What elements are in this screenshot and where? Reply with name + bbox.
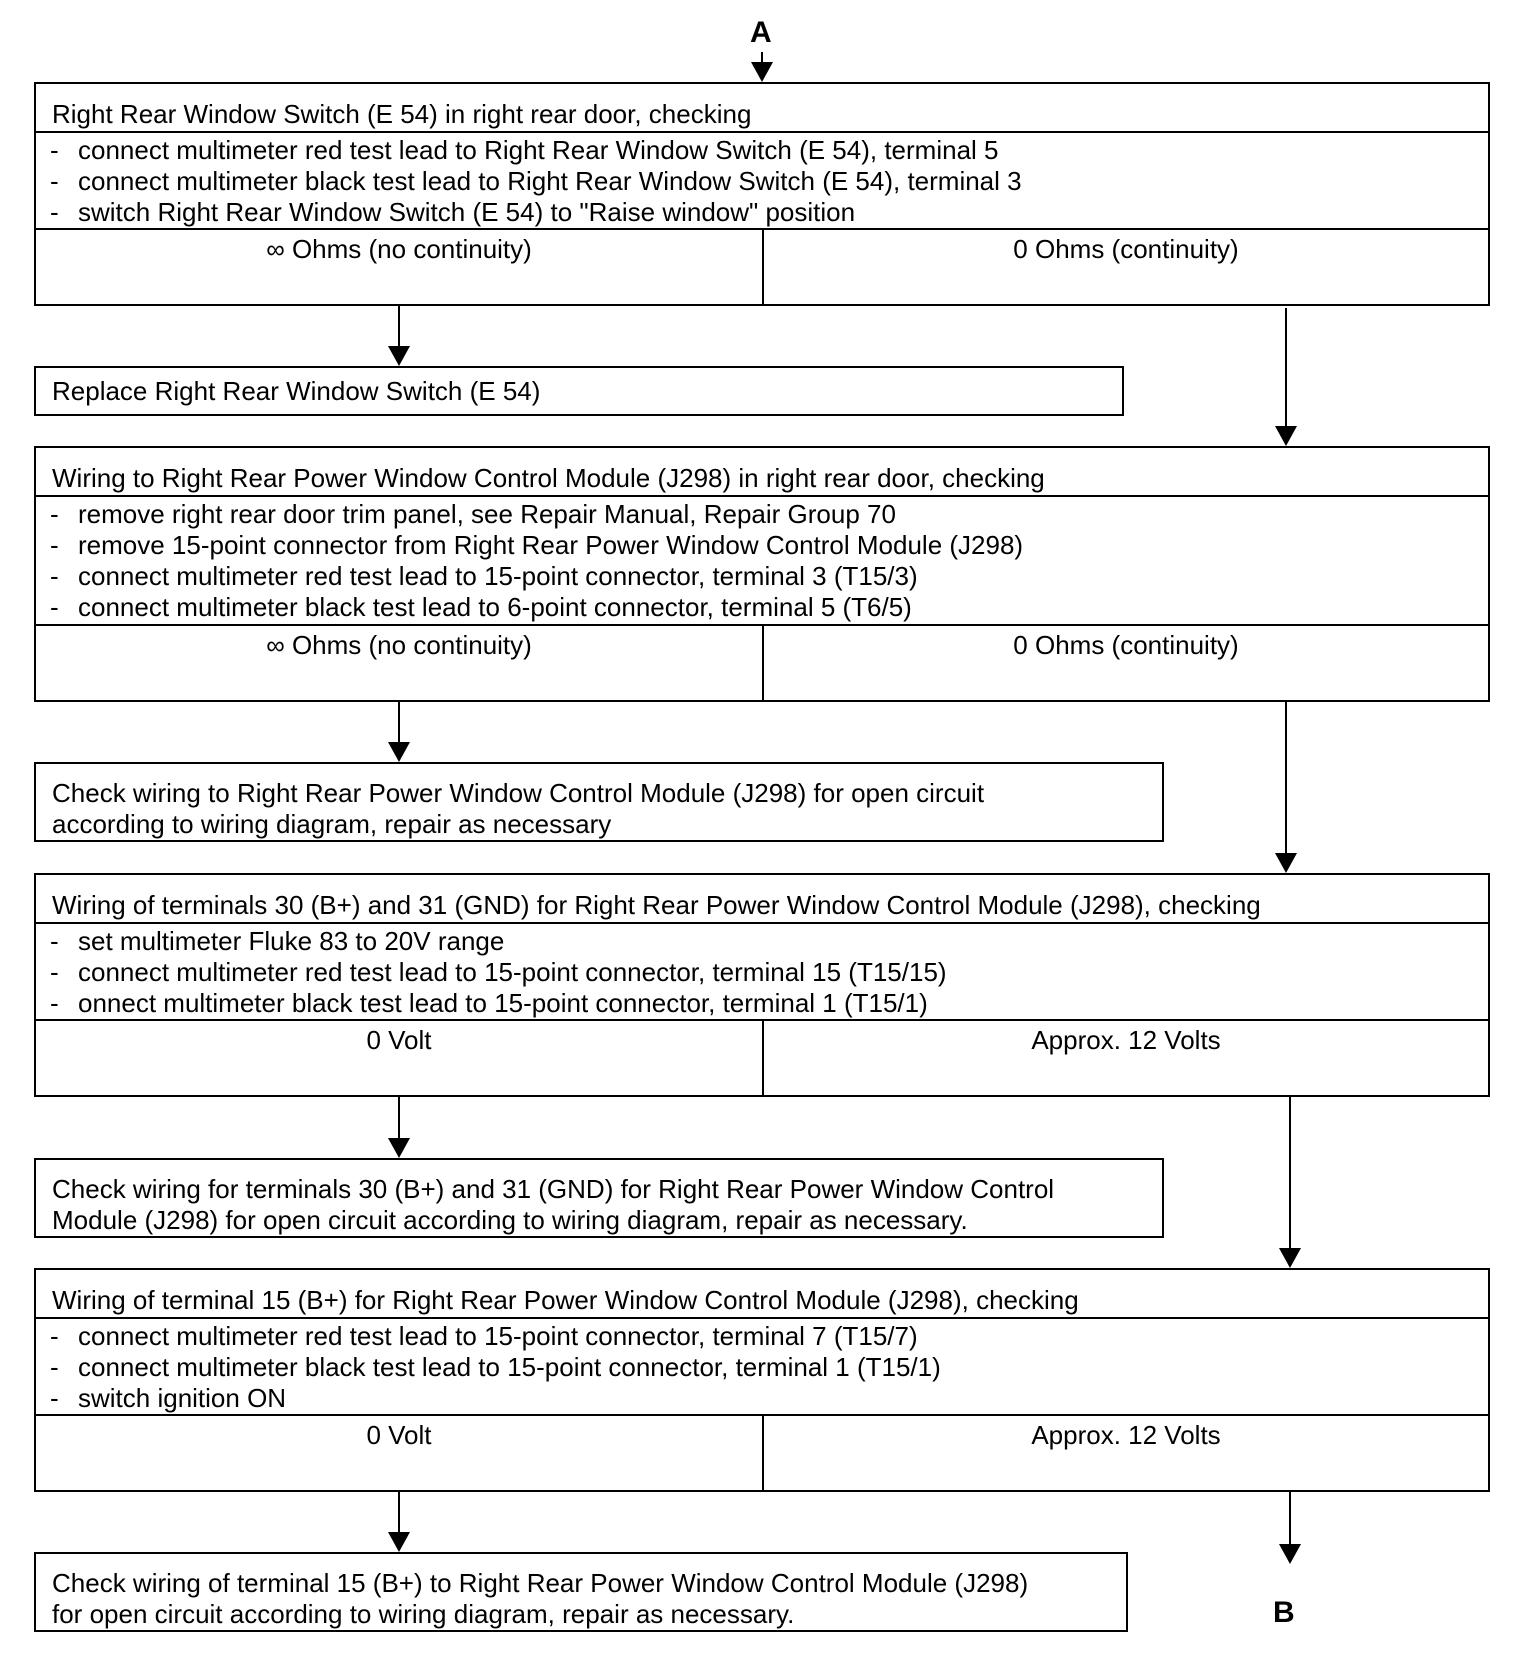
result-yes: Approx. 12 Volts	[1031, 1420, 1221, 1450]
arrow-to-check-terminal-15	[388, 1492, 410, 1552]
action-line: for open circuit according to wiring dia…	[52, 1599, 795, 1629]
action-line: Check wiring to Right Rear Power Window …	[52, 778, 985, 808]
check-title: Wiring of terminal 15 (B+) for Right Rea…	[36, 1270, 1488, 1319]
result-yes: Approx. 12 Volts	[1031, 1025, 1221, 1055]
step-item: -connect multimeter red test lead to 15-…	[50, 1321, 918, 1351]
check-steps: -set multimeter Fluke 83 to 20V range -c…	[36, 924, 1488, 1021]
arrow-to-terminals-30-31	[1275, 702, 1297, 873]
result-no: 0 Volt	[36, 1019, 764, 1095]
action-line: Check wiring of terminal 15 (B+) to Righ…	[52, 1568, 1029, 1598]
arrow-to-terminal-15	[1279, 1097, 1301, 1268]
action-line: according to wiring diagram, repair as n…	[52, 809, 612, 839]
action-line: Check wiring for terminals 30 (B+) and 3…	[52, 1174, 1055, 1204]
action-check-wiring: Check wiring to Right Rear Power Window …	[34, 762, 1164, 842]
check-steps: -remove right rear door trim panel, see …	[36, 497, 1488, 626]
arrow-from-start	[751, 52, 773, 82]
step-item: -remove 15-point connector from Right Re…	[50, 530, 1024, 560]
result-yes: 0 Ohms (continuity)	[1013, 630, 1239, 660]
step-item: -switch ignition ON	[50, 1383, 287, 1413]
action-replace-switch: Replace Right Rear Window Switch (E 54)	[34, 366, 1124, 416]
step-item: -connect multimeter red test lead to 15-…	[50, 561, 918, 591]
action-check-terminal-15: Check wiring of terminal 15 (B+) to Righ…	[34, 1552, 1128, 1632]
step-item: -connect multimeter black test lead to 6…	[50, 592, 912, 622]
result-no: 0 Volt	[36, 1414, 764, 1490]
step-item: -onnect multimeter black test lead to 15…	[50, 988, 928, 1018]
step-item: -connect multimeter black test lead to R…	[50, 166, 1022, 196]
step-item: -connect multimeter red test lead to Rig…	[50, 135, 999, 165]
arrow-to-wiring-check	[1275, 308, 1297, 446]
arrow-to-replace-switch	[388, 306, 410, 366]
arrow-to-end	[1279, 1492, 1301, 1564]
connector-label-end: B	[1273, 1596, 1295, 1629]
check-box-wiring: Wiring to Right Rear Power Window Contro…	[34, 446, 1490, 702]
check-box-terminal-15: Wiring of terminal 15 (B+) for Right Rea…	[34, 1268, 1490, 1492]
step-item: -set multimeter Fluke 83 to 20V range	[50, 926, 505, 956]
result-no: ∞ Ohms (no continuity)	[36, 624, 764, 700]
connector-label-start: A	[750, 16, 772, 49]
check-box-switch: Right Rear Window Switch (E 54) in right…	[34, 82, 1490, 306]
check-title: Wiring of terminals 30 (B+) and 31 (GND)…	[36, 875, 1488, 924]
step-item: -connect multimeter red test lead to 15-…	[50, 957, 947, 987]
action-check-terminals-30-31: Check wiring for terminals 30 (B+) and 3…	[34, 1158, 1164, 1238]
action-line: Replace Right Rear Window Switch (E 54)	[52, 376, 541, 406]
check-steps: -connect multimeter red test lead to 15-…	[36, 1319, 1488, 1416]
result-yes: 0 Ohms (continuity)	[1013, 234, 1239, 264]
step-item: -remove right rear door trim panel, see …	[50, 499, 896, 529]
check-box-terminals-30-31: Wiring of terminals 30 (B+) and 31 (GND)…	[34, 873, 1490, 1097]
check-title: Wiring to Right Rear Power Window Contro…	[36, 448, 1488, 497]
check-steps: -connect multimeter red test lead to Rig…	[36, 133, 1488, 230]
result-no: ∞ Ohms (no continuity)	[36, 228, 764, 304]
arrow-to-check-wiring	[388, 702, 410, 762]
step-item: -connect multimeter black test lead to 1…	[50, 1352, 941, 1382]
action-line: Module (J298) for open circuit according…	[52, 1205, 968, 1235]
step-item: -switch Right Rear Window Switch (E 54) …	[50, 197, 856, 227]
arrow-to-check-terminals	[388, 1097, 410, 1158]
check-title: Right Rear Window Switch (E 54) in right…	[36, 84, 1488, 133]
